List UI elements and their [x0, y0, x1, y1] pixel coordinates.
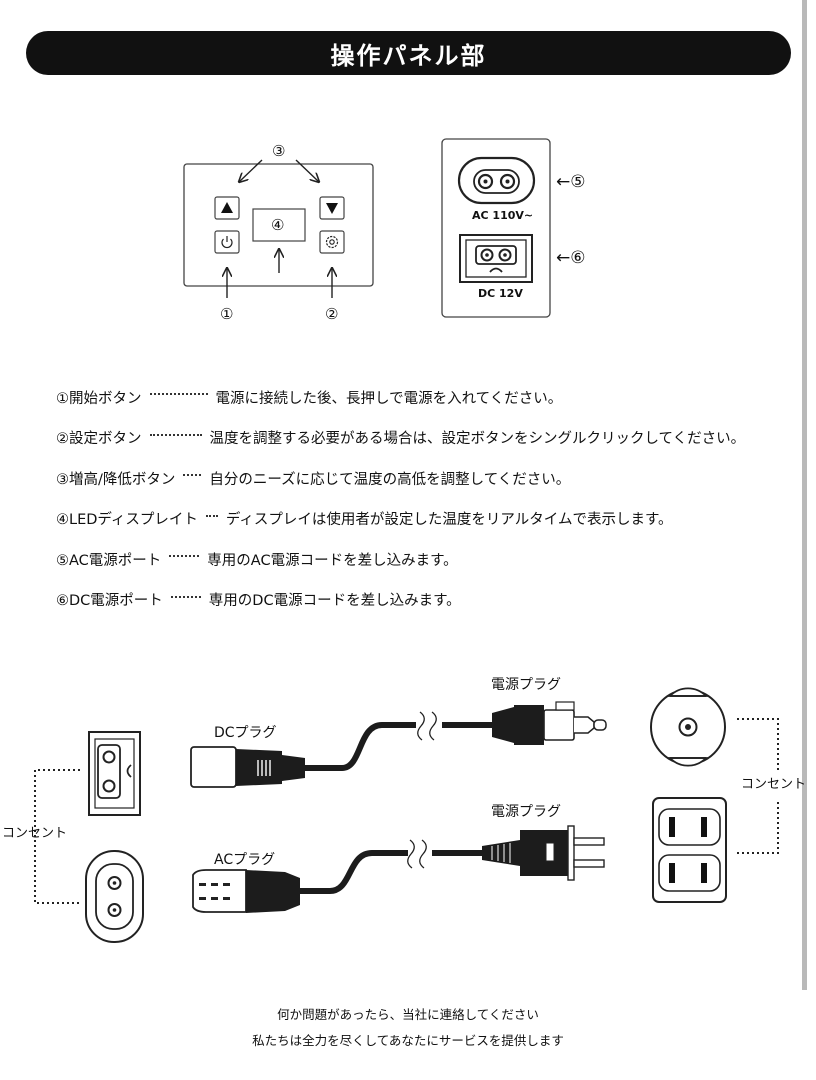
description-row: ①開始ボタン 電源に接続した後、長押しで電源を入れてください。 — [56, 385, 806, 409]
dc-port-label: DC 12V — [478, 287, 523, 300]
leader-dots — [149, 393, 208, 395]
power-plug-label-top: 電源プラグ — [491, 677, 561, 693]
description-row: ④LEDディスプレイト ディスプレイは使用者が設定した温度をリアルタイムで表示し… — [56, 507, 806, 531]
down-button-icon — [319, 196, 345, 220]
button-description-list: ①開始ボタン 電源に接続した後、長押しで電源を入れてください。 ②設定ボタン 温… — [56, 385, 806, 628]
description-term: ④LEDディスプレイト — [56, 512, 198, 528]
leader-dots — [183, 474, 202, 476]
description-text: 自分のニーズに応じて温度の高低を調整してください。 — [209, 471, 571, 488]
description-term: ②設定ボタン — [56, 431, 142, 447]
footer-line-2: 私たちは全力を尽くしてあなたにサービスを提供します — [252, 1033, 564, 1048]
description-row: ⑥DC電源ポート 専用のDC電源コードを差し込みます。 — [56, 588, 806, 612]
footer-line-1: 何か問題があったら、当社に連絡してください — [277, 1007, 539, 1022]
outlet-label-right: コンセント — [741, 777, 807, 792]
description-term: ⑤AC電源ポート — [56, 552, 162, 569]
section-title-bar: 操作パネル部 — [26, 31, 791, 75]
leader-dots — [205, 514, 218, 517]
leader-dots — [170, 595, 201, 598]
description-term: ⑥DC電源ポート — [56, 593, 163, 609]
description-term: ③増高/降低ボタン — [56, 471, 176, 488]
power-plug-label-bottom: 電源プラグ — [491, 804, 561, 820]
wall-outlet-icon — [652, 797, 727, 903]
right-outlet-bracket — [737, 718, 779, 772]
dc-outlet-icon — [88, 731, 141, 816]
description-term: ①開始ボタン — [56, 390, 142, 407]
description-text: ディスプレイは使用者が設定した温度をリアルタイムで表示します。 — [225, 512, 673, 528]
right-outlet-bracket-lower — [737, 802, 779, 854]
settings-button-icon — [319, 230, 345, 254]
marker-6: ←⑥ — [556, 248, 586, 268]
up-button-icon — [214, 196, 240, 220]
marker-2: ② — [325, 305, 339, 323]
description-text: 専用のAC電源コードを差し込みます。 — [207, 552, 458, 569]
power-button-icon — [214, 230, 240, 254]
ac-port-icon — [457, 156, 536, 205]
marker-4: ④ — [271, 216, 285, 234]
dc-plug-cable — [190, 701, 607, 788]
marker-1: ① — [220, 305, 234, 323]
description-text: 電源に接続した後、長押しで電源を入れてください。 — [215, 390, 563, 407]
marker-3: ③ — [272, 142, 286, 160]
ac-plug-cable — [192, 825, 605, 913]
description-row: ③増高/降低ボタン 自分のニーズに応じて温度の高低を調整してください。 — [56, 466, 806, 490]
description-row: ⑤AC電源ポート 専用のAC電源コードを差し込みます。 — [56, 547, 806, 571]
dc-port-icon — [459, 234, 533, 283]
dc-plug-label: DCプラグ — [214, 725, 277, 741]
car-socket-icon — [650, 687, 726, 767]
left-outlet-bracket — [34, 769, 80, 904]
led-display-outline — [252, 208, 306, 242]
ac-port-label: AC 110V~ — [472, 209, 534, 222]
ac-plug-label: ACプラグ — [214, 852, 276, 868]
section-title: 操作パネル部 — [330, 41, 487, 70]
outlet-label-left: コンセント — [2, 826, 68, 841]
description-text: 専用のDC電源コードを差し込みます。 — [208, 593, 461, 609]
page-edge-rule — [802, 0, 807, 990]
leader-dots — [169, 555, 200, 557]
ac-outlet-icon — [85, 850, 144, 943]
marker-5: ←⑤ — [556, 172, 586, 192]
description-row: ②設定ボタン 温度を調整する必要がある場合は、設定ボタンをシングルクリックしてく… — [56, 426, 806, 450]
leader-dots — [149, 433, 202, 436]
description-text: 温度を調整する必要がある場合は、設定ボタンをシングルクリックしてください。 — [209, 431, 746, 447]
